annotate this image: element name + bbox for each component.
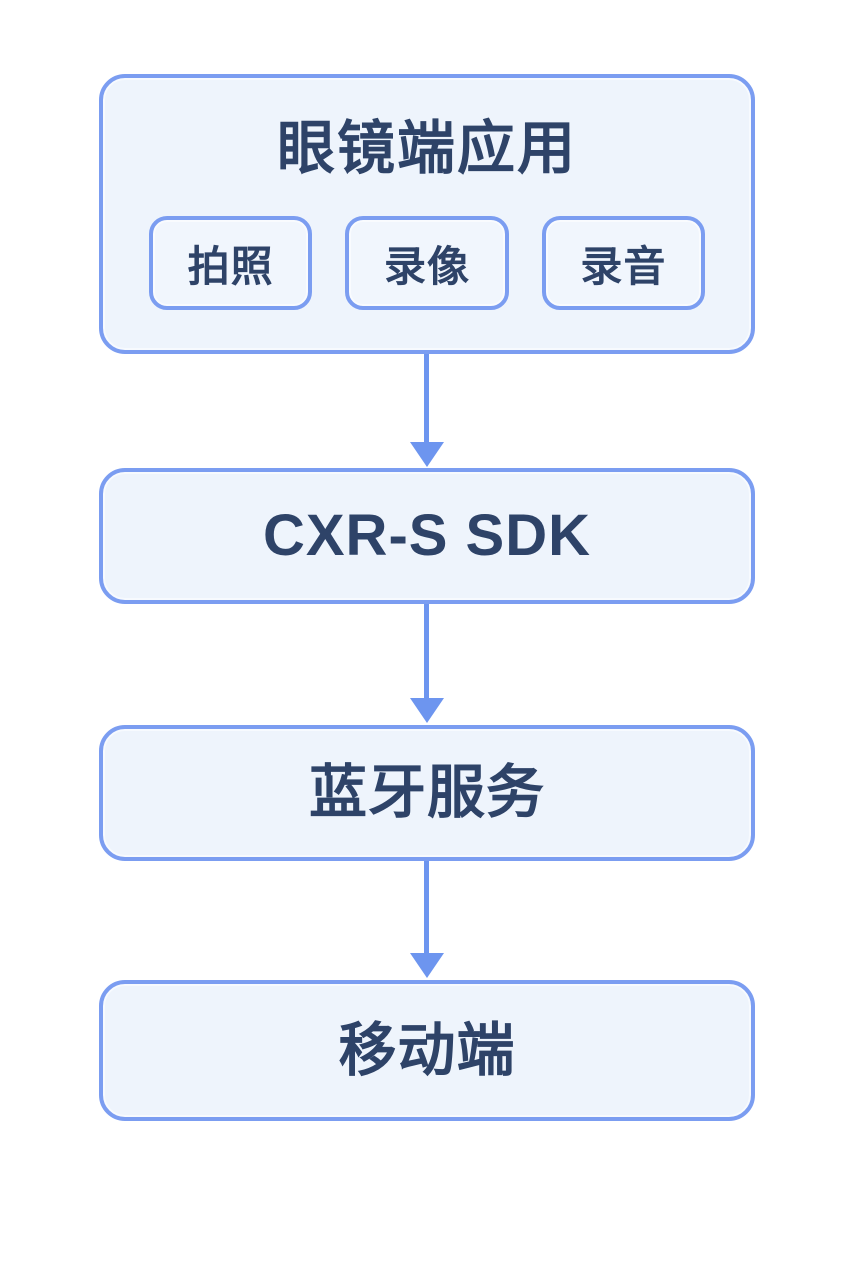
arrow-down-icon: [409, 442, 444, 467]
node-mobile: 移动端: [99, 980, 755, 1121]
node-mobile-label: 移动端: [338, 1017, 516, 1083]
arrow-down-icon: [409, 698, 444, 723]
arrow-sdk-to-bluetooth: [0, 604, 853, 723]
arrow-line: [424, 604, 429, 698]
node-glasses-app-label: 眼镜端应用: [276, 116, 577, 181]
feature-audio-label: 录音: [580, 242, 667, 290]
node-bluetooth-service-label: 蓝牙服务: [308, 760, 545, 825]
node-cxr-s-sdk-label: CXR-S SDK: [262, 503, 592, 568]
feature-box-audio: 录音: [541, 216, 705, 310]
arrow-line: [424, 861, 429, 953]
arrow-bluetooth-to-mobile: [0, 861, 853, 978]
arrow-glasses-to-sdk: [0, 354, 853, 467]
glasses-app-feature-row: 拍照 录像 录音: [103, 216, 751, 310]
arrow-line: [424, 354, 429, 442]
feature-box-video: 录像: [345, 216, 509, 310]
feature-photo-label: 拍照: [187, 242, 274, 290]
feature-box-photo: 拍照: [149, 216, 313, 310]
arrow-down-icon: [409, 953, 444, 978]
node-cxr-s-sdk: CXR-S SDK: [99, 468, 755, 604]
node-bluetooth-service: 蓝牙服务: [99, 725, 755, 861]
feature-video-label: 录像: [383, 242, 470, 290]
node-glasses-app: 眼镜端应用 拍照 录像 录音: [99, 74, 755, 354]
